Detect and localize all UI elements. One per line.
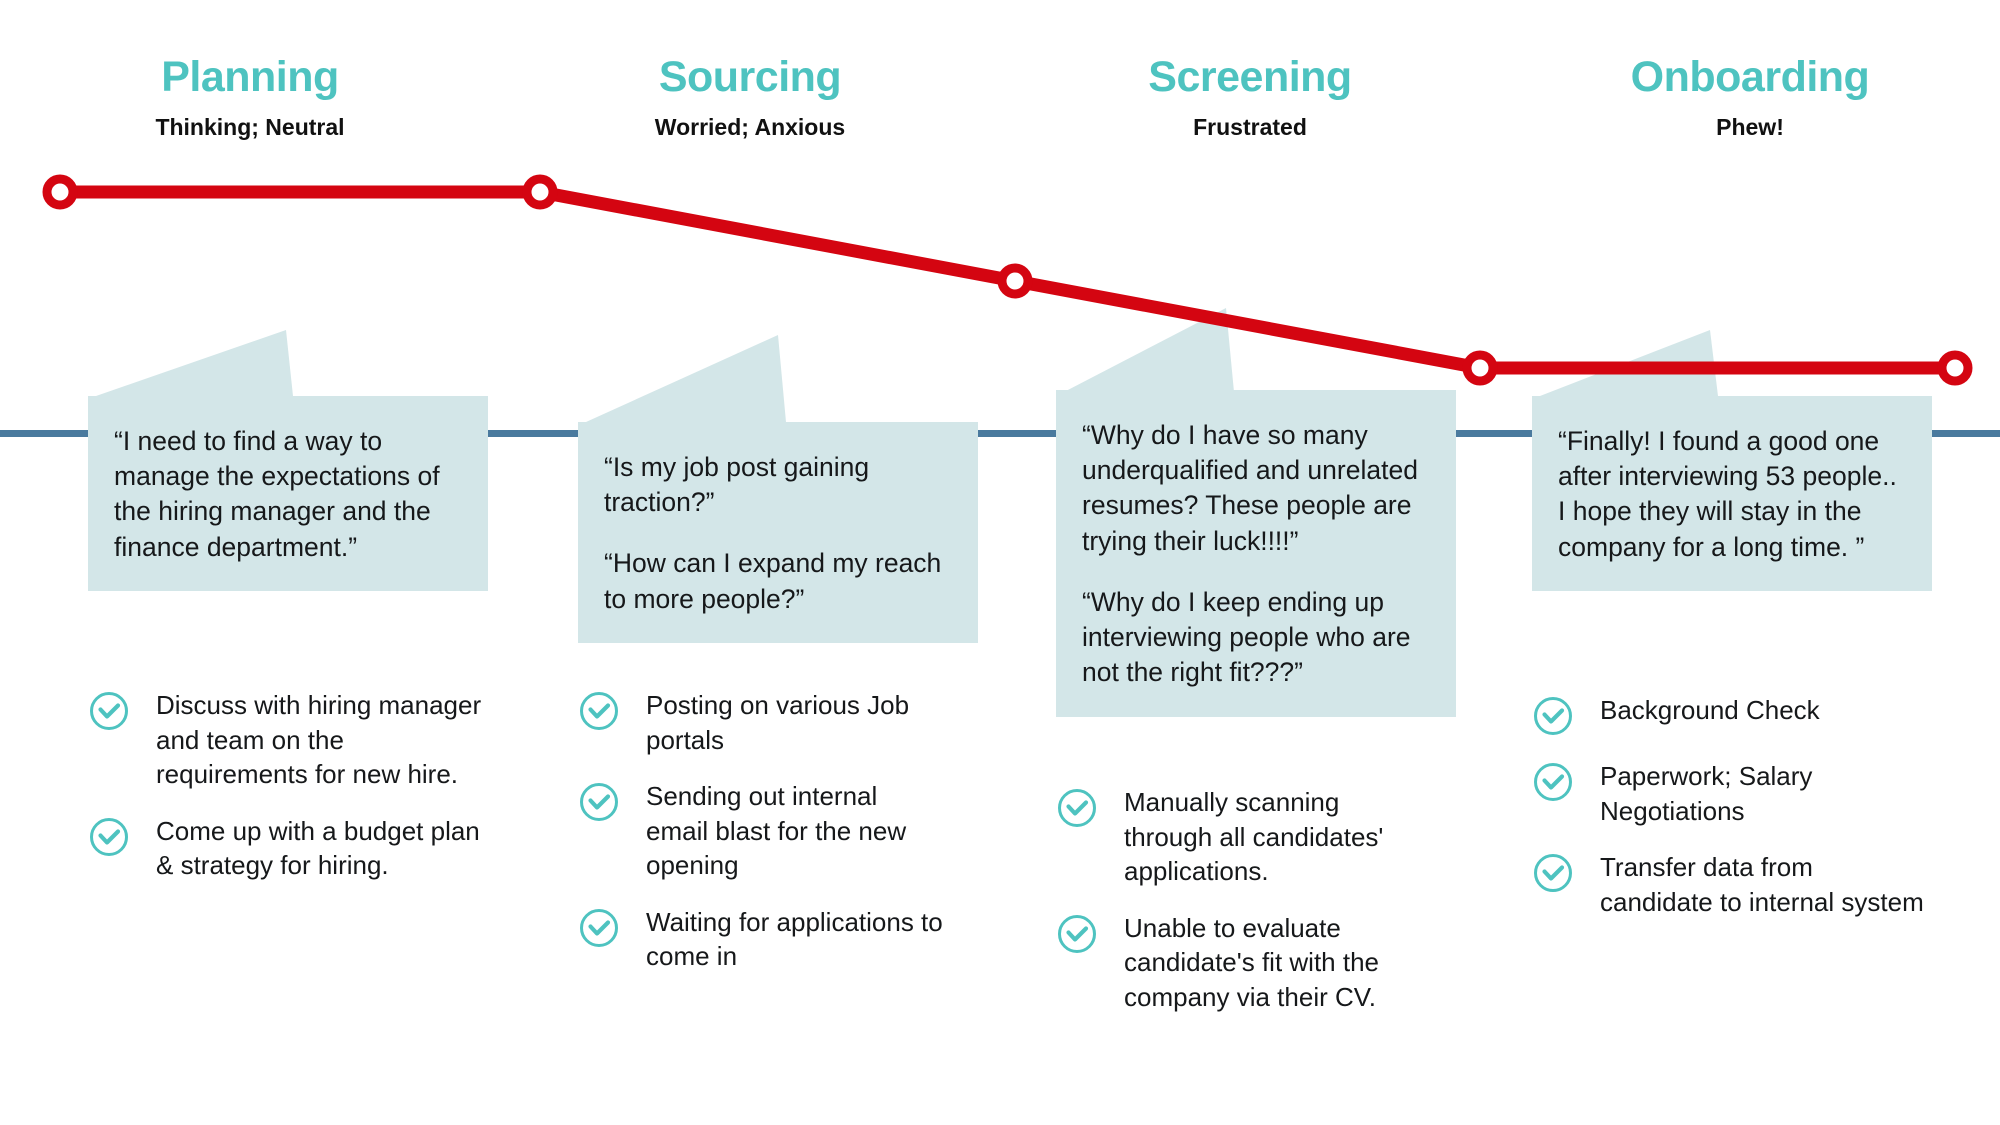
list-item-label: Background Check <box>1600 695 1820 725</box>
check-circle-icon <box>578 907 620 949</box>
stage-column-screening: Screening Frustrated “Why do I have so m… <box>1000 0 1500 1125</box>
list-item-label: Unable to evaluate candidate's fit with … <box>1124 912 1379 1012</box>
stage-column-onboarding: Onboarding Phew! “Finally! I found a goo… <box>1500 0 2000 1125</box>
stage-title: Screening <box>1148 53 1352 101</box>
check-circle-icon <box>1056 913 1098 955</box>
list-item[interactable]: Transfer data from candidate to internal… <box>1532 850 1930 919</box>
list-item[interactable]: Background Check <box>1532 693 1930 737</box>
list-item-label: Waiting for applications to come in <box>646 906 943 972</box>
stage-header: Sourcing Worried; Anxious <box>500 56 1000 139</box>
quote-text: “Is my job post gaining traction?” <box>604 452 870 518</box>
check-circle-icon <box>1532 761 1574 803</box>
stage-title: Planning <box>161 53 339 101</box>
quote-text: “Why do I keep ending up interviewing pe… <box>1082 586 1411 688</box>
baseline-divider <box>0 430 2000 437</box>
speech-bubble: “I need to find a way to manage the expe… <box>88 396 488 591</box>
check-circle-icon <box>1056 787 1098 829</box>
list-item-label: Posting on various Job portals <box>646 690 910 755</box>
check-circle-icon <box>88 816 130 858</box>
list-item[interactable]: Come up with a budget plan & strategy fo… <box>88 814 486 883</box>
list-item[interactable]: Unable to evaluate candidate's fit with … <box>1056 911 1424 1015</box>
list-item[interactable]: Paperwork; Salary Negotiations <box>1532 759 1930 828</box>
action-list: Manually scanning through all candidates… <box>1056 785 1424 1014</box>
list-item-label: Sending out internal email blast for the… <box>646 781 907 881</box>
action-list: Background Check Paperwork; Salary Negot… <box>1532 693 1930 919</box>
quote-text: “Finally! I found a good one after inter… <box>1558 426 1897 562</box>
list-item[interactable]: Waiting for applications to come in <box>578 905 946 974</box>
list-item-label: Transfer data from candidate to internal… <box>1600 852 1924 917</box>
stage-column-sourcing: Sourcing Worried; Anxious “Is my job pos… <box>500 0 1000 1125</box>
check-circle-icon <box>1532 852 1574 894</box>
list-item-label: Discuss with hiring manager and team on … <box>156 690 482 790</box>
list-item[interactable]: Posting on various Job portals <box>578 688 946 757</box>
list-item-label: Paperwork; Salary Negotiations <box>1600 761 1813 826</box>
list-item[interactable]: Sending out internal email blast for the… <box>578 779 946 883</box>
check-circle-icon <box>578 690 620 732</box>
stage-mood: Thinking; Neutral <box>155 114 345 140</box>
stage-header: Onboarding Phew! <box>1500 56 2000 139</box>
quote-text: “How can I expand my reach to more peopl… <box>604 548 942 614</box>
action-list: Discuss with hiring manager and team on … <box>88 688 486 883</box>
speech-bubble: “Why do I have so many underqualified an… <box>1056 390 1456 717</box>
action-list: Posting on various Job portals Sending o… <box>578 688 946 974</box>
stage-mood: Worried; Anxious <box>654 114 846 140</box>
stage-header: Screening Frustrated <box>1000 56 1500 139</box>
stage-title: Sourcing <box>658 53 842 101</box>
check-circle-icon <box>1532 695 1574 737</box>
quote-text: “Why do I have so many underqualified an… <box>1082 420 1418 556</box>
stage-column-planning: Planning Thinking; Neutral “I need to fi… <box>0 0 500 1125</box>
list-item-label: Come up with a budget plan & strategy fo… <box>156 815 480 881</box>
list-item[interactable]: Discuss with hiring manager and team on … <box>88 688 486 792</box>
check-circle-icon <box>578 781 620 823</box>
quote-text: “I need to find a way to manage the expe… <box>114 426 440 562</box>
list-item-label: Manually scanning through all candidates… <box>1124 787 1384 887</box>
stage-title: Onboarding <box>1630 53 1870 101</box>
speech-bubble: “Finally! I found a good one after inter… <box>1532 396 1932 591</box>
list-item[interactable]: Manually scanning through all candidates… <box>1056 785 1424 889</box>
speech-bubble: “Is my job post gaining traction?” “How … <box>578 422 978 643</box>
stage-mood: Frustrated <box>1193 114 1307 140</box>
stage-mood: Phew! <box>1716 114 1784 140</box>
stage-header: Planning Thinking; Neutral <box>0 56 500 139</box>
check-circle-icon <box>88 690 130 732</box>
